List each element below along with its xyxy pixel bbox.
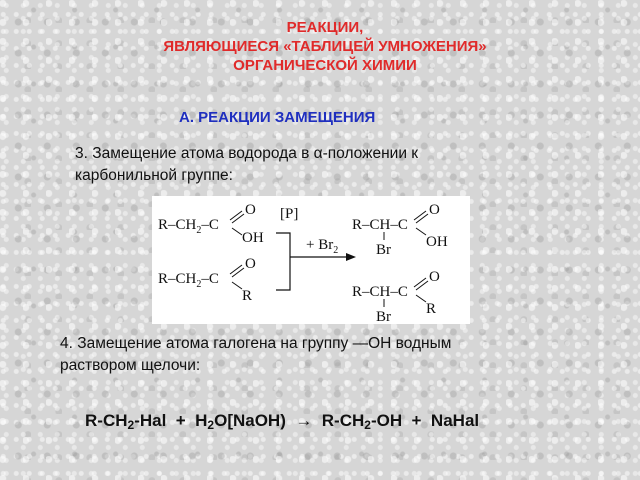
product-ketone-bromine: Br <box>376 309 391 324</box>
reactant-ketone-double-bond-1 <box>229 264 243 275</box>
product-acid-double-bond-1 <box>413 210 427 221</box>
item-3-text: 3. Замещение атома водорода в α-положени… <box>75 143 545 187</box>
title-line-1: РЕАКЦИИ, <box>286 19 364 36</box>
item-4-line-2: раствором щелочи: <box>60 357 201 374</box>
reactant-acid-chain: R–CH2–C <box>158 217 219 236</box>
item-3-line-2: карбонильной группе: <box>75 167 233 184</box>
product-acid-hydroxyl: OH <box>426 234 448 250</box>
reactant-ketone-chain: R–CH2–C <box>158 271 219 290</box>
product-acid-oxygen: O <box>429 202 440 218</box>
item-3-line-1: 3. Замещение атома водорода в α-положени… <box>75 145 419 162</box>
reactants-bracket <box>276 232 291 291</box>
product-ketone-oxygen: O <box>429 269 440 285</box>
reactant-acid-single-bond <box>231 227 243 236</box>
product-acid-single-bond <box>415 227 427 236</box>
eq-part-3: O[NaOH) → R-CH <box>214 411 365 430</box>
item-4-line-1: 4. Замещение атома галогена на группу —O… <box>60 335 452 352</box>
slide-title: РЕАКЦИИ, ЯВЛЯЮЩИЕСЯ «ТАБЛИЦЕЙ УМНОЖЕНИЯ»… <box>0 18 640 75</box>
product-ketone-double-bond-2 <box>415 280 429 291</box>
eq-part-1: R-CH <box>85 411 128 430</box>
product-ketone-double-bond-1 <box>413 277 427 288</box>
reactant-ketone-single-bond <box>231 281 243 290</box>
eq-part-2: -Hal + H <box>134 411 208 430</box>
item-4-text: 4. Замещение атома галогена на группу —O… <box>60 333 580 377</box>
product-acid-double-bond-2 <box>415 213 429 224</box>
reactant-acid-hydroxyl: OH <box>242 230 264 246</box>
reaction-scheme-drawing: R–CH2–C O OH R–CH2–C O R [P] + Br2 R–CH–… <box>158 202 448 324</box>
reactant-ketone-oxygen: O <box>245 256 256 272</box>
eq-sub-2: 2 <box>207 418 215 432</box>
reaction-scheme: R–CH2–C O OH R–CH2–C O R [P] + Br2 R–CH–… <box>152 196 470 324</box>
product-ketone-chain: R–CH–C <box>352 284 408 300</box>
reactant-ketone-r-group: R <box>242 288 252 304</box>
reactant-ketone-double-bond-2 <box>231 267 245 278</box>
catalyst-label: [P] <box>280 206 298 222</box>
eq-sub-1: 2 <box>127 418 135 432</box>
eq-part-4: -OH + NaHal <box>370 411 480 430</box>
product-ketone-r-group: R <box>426 301 436 317</box>
eq-sub-3: 2 <box>364 418 371 432</box>
product-acid-chain: R–CH–C <box>352 217 408 233</box>
reaction-arrow-head <box>346 253 356 261</box>
product-acid-bromine: Br <box>376 242 391 258</box>
reactant-acid-oxygen: O <box>245 202 256 218</box>
product-ketone-single-bond <box>415 294 427 303</box>
reactant-acid-double-bond-1 <box>229 210 243 221</box>
title-line-3: ОРГАНИЧЕСКОЙ ХИМИИ <box>233 57 417 74</box>
reactant-acid-double-bond-2 <box>231 213 245 224</box>
hydrolysis-equation: R-CH2-Hal + H2O[NaOH) → R-CH2-OH + NaHal <box>85 411 479 431</box>
section-heading: А. РЕАКЦИИ ЗАМЕЩЕНИЯ <box>179 109 376 126</box>
title-line-2: ЯВЛЯЮЩИЕСЯ «ТАБЛИЦЕЙ УМНОЖЕНИЯ» <box>163 38 487 55</box>
reagent-label: + Br2 <box>306 237 338 256</box>
